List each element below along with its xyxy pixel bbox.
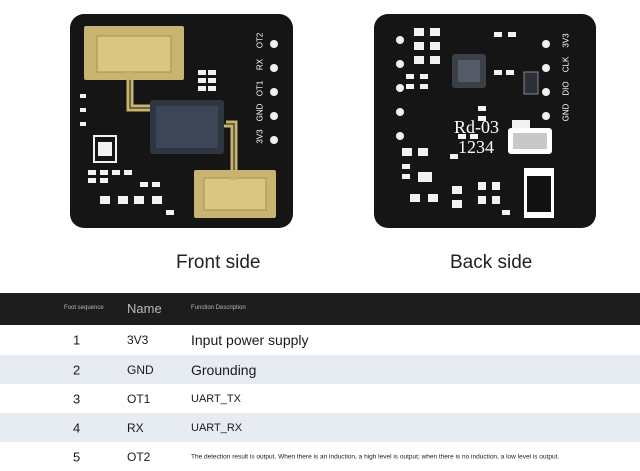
back-side-caption: Back side — [450, 252, 533, 273]
row-description: Grounding — [191, 361, 257, 378]
row-description: Input power supply — [191, 332, 309, 348]
table-row: 4 RX UART_RX — [0, 413, 640, 442]
front-side-caption: Front side — [176, 252, 261, 273]
row-foot-sequence: 2 — [73, 362, 81, 377]
back-pin-label: 3V3 — [561, 33, 571, 48]
front-pin-label: OT2 — [255, 32, 265, 49]
table-row: 3 OT1 UART_TX — [0, 384, 640, 413]
row-description: UART_TX — [191, 392, 241, 405]
table-row: 5 OT2 The detection result is output. Wh… — [0, 442, 640, 471]
row-foot-sequence: 3 — [73, 391, 81, 406]
back-board-illustration — [396, 28, 554, 218]
back-pin-label: CLK — [561, 56, 571, 73]
row-description: UART_RX — [191, 421, 243, 434]
table-header: Foot sequence Name Function Description — [0, 293, 640, 325]
row-description: The detection result is output. When the… — [191, 453, 560, 460]
header-name: Name — [127, 301, 162, 316]
front-side-board: OT2 RX OT1 GND 3V3 — [70, 14, 293, 228]
row-pin-name: RX — [127, 420, 144, 435]
row-pin-name: OT1 — [127, 391, 151, 406]
front-pin-labels: OT2 RX OT1 GND 3V3 — [250, 14, 270, 228]
front-pin-label: OT1 — [255, 80, 265, 97]
front-pin-label: 3V3 — [255, 129, 265, 144]
back-side-board: Rd-03 1234 3V3 CLK DIO GND — [374, 14, 596, 228]
row-foot-sequence: 4 — [73, 420, 81, 435]
back-pin-label: GND — [561, 103, 571, 122]
row-pin-name: 3V3 — [127, 333, 149, 347]
row-pin-name: GND — [127, 362, 154, 377]
table-row: 2 GND Grounding — [0, 355, 640, 384]
pin-table: Foot sequence Name Function Description … — [0, 293, 640, 471]
chip-label-line2: 1234 — [458, 137, 494, 157]
row-foot-sequence: 5 — [73, 449, 81, 464]
front-board-illustration — [80, 26, 278, 218]
back-pin-labels: 3V3 CLK DIO GND — [556, 14, 576, 228]
header-function-description: Function Description — [191, 305, 246, 311]
front-pin-label: GND — [255, 103, 265, 122]
back-pin-label: DIO — [561, 81, 571, 96]
table-row: 1 3V3 Input power supply — [0, 325, 640, 355]
chip-label-line1: Rd-03 — [454, 117, 499, 137]
header-foot-sequence: Foot sequence — [64, 305, 104, 311]
row-pin-name: OT2 — [127, 449, 151, 464]
front-pin-label: RX — [255, 58, 265, 71]
row-foot-sequence: 1 — [73, 332, 81, 348]
